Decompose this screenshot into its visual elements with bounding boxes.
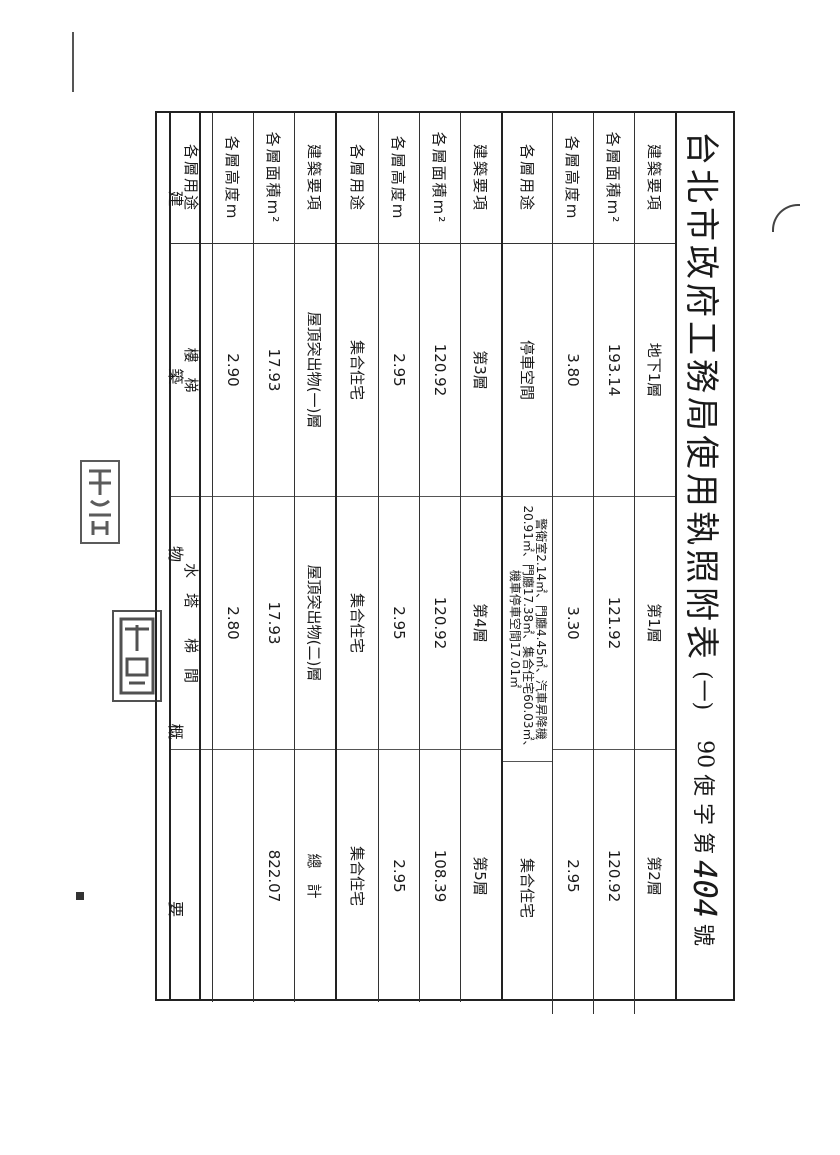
table-cell: 集合住宅: [348, 845, 366, 906]
table-cell: 120.92: [420, 497, 460, 750]
row-header: 建築要項: [295, 113, 335, 244]
table-cell: 屋頂突出物(二)層: [295, 497, 335, 750]
row-header: 各層高度m: [553, 113, 593, 244]
table-cell: 總 計: [305, 853, 324, 899]
section-caption: 建 築 物 概 要: [155, 113, 201, 1001]
permit-year: 90: [692, 740, 718, 769]
table-row: 各層面積m² 17.93 17.93 822.07: [253, 113, 294, 1002]
table-cell: 2.90: [213, 244, 253, 497]
table-cell: 第4層: [461, 497, 501, 750]
table-cell: 第3層: [461, 244, 501, 497]
seal-stamp-1: [80, 460, 120, 544]
caption-char: 物: [166, 545, 185, 568]
row-header: 建築要項: [635, 113, 675, 244]
row-header: 各層高度m: [379, 113, 419, 244]
table-block-1: 建築要項 地下1層 第1層 第2層 各層面積m² 193.14 121.92 1…: [501, 113, 675, 1014]
table-cell: 第1層: [635, 497, 675, 750]
row-header: 各層用途: [503, 113, 552, 244]
table-row: 各層用途 集合住宅 集合住宅 集合住宅: [337, 113, 378, 1002]
row-header: 各層用途: [337, 113, 378, 244]
table-row: 建築要項 地下1層 第1層 第2層: [634, 113, 675, 1014]
row-header: 各層高度m: [213, 113, 253, 244]
corner-mark: [772, 204, 800, 232]
table-row: 各層高度m 2.90 2.80: [212, 113, 253, 1002]
table-cell: 3.80: [553, 244, 593, 497]
table-cell: 2.95: [390, 859, 408, 893]
table-cell: 2.95: [379, 497, 419, 750]
table-cell: 屋頂突出物(一)層: [295, 244, 335, 497]
table-cell: 第5層: [471, 856, 490, 896]
table-row: 各層高度m 2.95 2.95 2.95: [378, 113, 419, 1002]
table-cell: 120.92: [605, 849, 623, 903]
caption-char: 概: [166, 723, 185, 746]
table-cell: 121.92: [594, 497, 634, 750]
table-row: 建築要項 屋頂突出物(一)層 屋頂突出物(二)層 總 計: [294, 113, 335, 1002]
seal-pattern: [119, 617, 155, 695]
table-cell: 17.93: [254, 497, 294, 750]
permit-number-value: 404: [686, 860, 724, 918]
row-header: 建築要項: [461, 113, 501, 244]
table-cell: 2.80: [213, 497, 253, 750]
seal-stamp-2: [112, 610, 162, 702]
table-cell: 2.95: [379, 244, 419, 497]
document-title: 台北市政府工務局使用執照附表 (一) 90 使 字 第 404 號: [675, 113, 733, 1001]
title-sub: (一): [690, 671, 715, 711]
table-cell: 822.07: [265, 849, 283, 903]
seal-pattern: [89, 469, 111, 535]
table-row: 各層高度m 3.80 3.30 2.95: [552, 113, 593, 1014]
margin-mark: [72, 32, 74, 92]
table-cell: 3.30: [553, 497, 593, 750]
table-row: 各層用途 停車空間 警衛室2.14㎡、門廳4.45㎡、汽車昇降機20.91㎡、門…: [503, 113, 552, 1014]
permit-suffix: 號: [690, 923, 715, 946]
row-header: 各層面積m²: [594, 113, 634, 244]
table-cell: 集合住宅: [518, 857, 536, 918]
permit-prefix: 使 字 第: [690, 774, 715, 855]
table-cell: [213, 750, 253, 1002]
table-cell: 集合住宅: [337, 244, 378, 497]
table-row: 各層面積m² 120.92 120.92 108.39: [419, 113, 460, 1002]
table-cell: 地下1層: [635, 244, 675, 497]
table-body: 建築要項 地下1層 第1層 第2層 各層面積m² 193.14 121.92 1…: [155, 113, 675, 1014]
caption-char: 建: [166, 190, 185, 213]
table-row: 各層面積m² 193.14 121.92 120.92: [593, 113, 634, 1014]
table-cell: 193.14: [594, 244, 634, 497]
table-cell: 集合住宅: [337, 497, 378, 750]
title-main: 台北市政府工務局使用執照附表: [681, 131, 722, 663]
row-header: 各層面積m²: [420, 113, 460, 244]
permit-number: 90 使 字 第 404 號: [686, 740, 724, 946]
table-cell: 停車空間: [503, 244, 552, 497]
row-header: 各層面積m²: [254, 113, 294, 244]
table-cell: 2.95: [564, 859, 582, 893]
table-cell: 108.39: [431, 849, 449, 903]
caption-char: 築: [166, 368, 185, 391]
table-cell: 120.92: [420, 244, 460, 497]
table-cell: 17.93: [254, 244, 294, 497]
margin-mark: [76, 892, 84, 900]
table-cell: 第2層: [645, 856, 664, 896]
permit-table: 台北市政府工務局使用執照附表 (一) 90 使 字 第 404 號 建築要項 地…: [155, 111, 735, 1014]
table-row: 建築要項 第3層 第4層 第5層: [460, 113, 501, 1002]
table-cell: 警衛室2.14㎡、門廳4.45㎡、汽車昇降機20.91㎡、門廳17.38㎡、集合…: [503, 497, 552, 762]
caption-char: 要: [166, 901, 185, 924]
table-block-2: 建築要項 第3層 第4層 第5層 各層面積m² 120.92 120.92 10…: [335, 113, 501, 1002]
